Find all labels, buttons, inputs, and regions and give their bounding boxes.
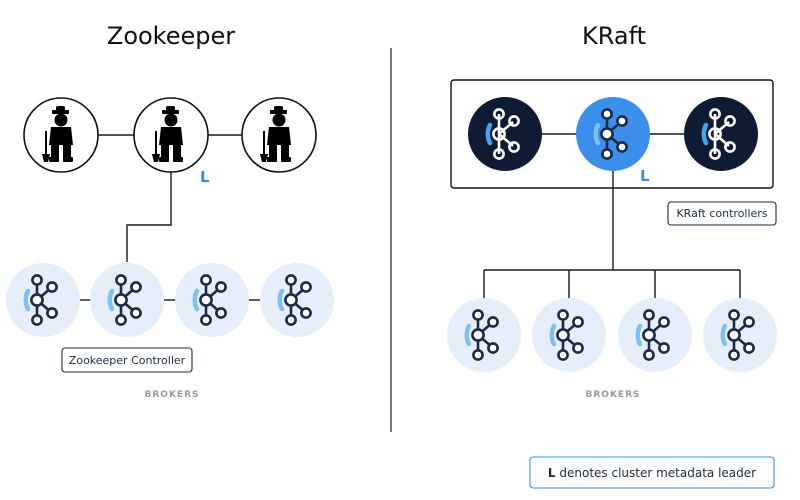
leader-mark: L: [200, 168, 210, 186]
zk-controller-connector: [126, 172, 172, 262]
legend-leader-mark: L: [548, 466, 556, 480]
leader-mark: L: [640, 167, 650, 185]
kraft-controller-node-leader: [576, 97, 650, 171]
zookeeper-controller-tag: Zookeeper Controller: [61, 347, 193, 373]
kraft-controllers: L: [468, 97, 758, 185]
kraft-controller-node: [684, 97, 758, 171]
zookeeper-controller-label: Zookeeper Controller: [69, 354, 186, 367]
brokers-caption-left: BROKERS: [145, 390, 200, 400]
kraft-controllers-label: KRaft controllers: [676, 207, 767, 220]
broker-node: [175, 263, 249, 337]
kraft-title: KRaft: [582, 22, 646, 50]
broker-node: [447, 298, 521, 372]
zookeeper-brokers: [6, 263, 334, 337]
brokers-caption-right: BROKERS: [586, 390, 641, 400]
kraft-brokers: [447, 298, 777, 372]
broker-node: [532, 298, 606, 372]
kraft-controller-node: [468, 97, 542, 171]
kraft-controllers-tag: KRaft controllers: [667, 201, 777, 226]
zookeeper-ensemble: L: [23, 97, 317, 186]
leader-legend: L denotes cluster metadata leader: [529, 456, 775, 489]
zookeeper-node: [241, 97, 317, 173]
zookeeper-node-leader: [133, 97, 209, 173]
broker-node: [6, 263, 80, 337]
broker-node: [703, 298, 777, 372]
broker-node-controller: [90, 263, 164, 337]
broker-node: [260, 263, 334, 337]
kraft-broker-tree: [483, 171, 741, 298]
zookeeper-title: Zookeeper: [107, 22, 235, 50]
leader-legend-text: L denotes cluster metadata leader: [548, 466, 756, 480]
broker-node: [618, 298, 692, 372]
zookeeper-node: [23, 97, 99, 173]
legend-description: denotes cluster metadata leader: [556, 466, 757, 480]
